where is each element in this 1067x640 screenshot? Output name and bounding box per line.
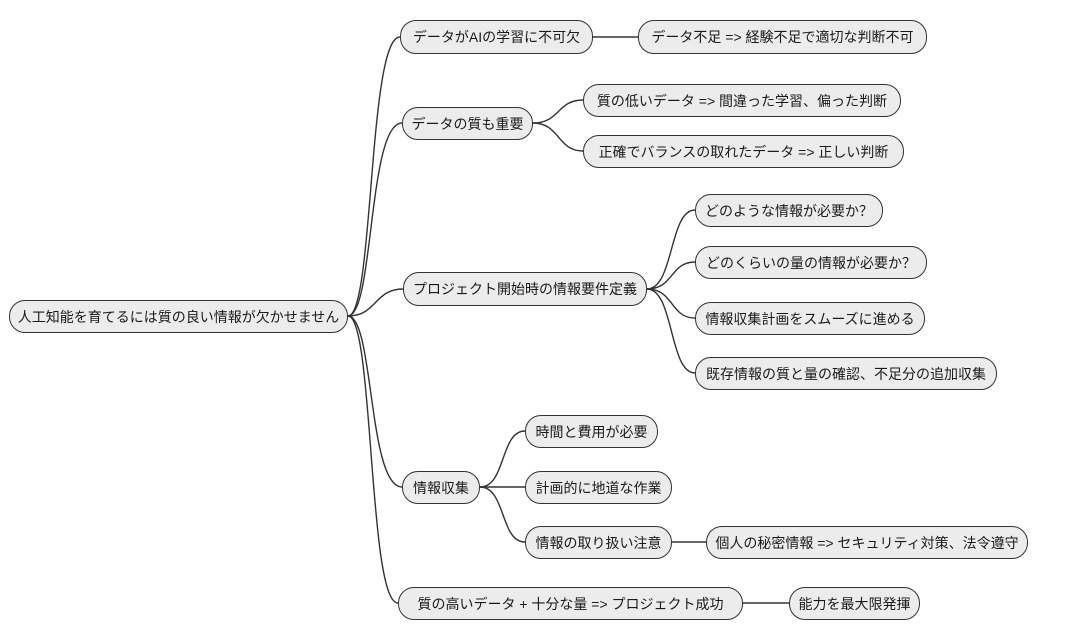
mindmap-node-low-quality-data: 質の低いデータ => 間違った学習、偏った判断 — [583, 84, 901, 117]
edge-branch2-to-child1 — [532, 99, 584, 124]
mindmap-node-maximize-ability: 能力を最大限発揮 — [789, 587, 920, 620]
edge-root-to-branch-1 — [347, 36, 401, 317]
mindmap-node-existing-info-check: 既存情報の質と量の確認、不足分の追加収集 — [695, 357, 997, 390]
mindmap-node-steady-work: 計画的に地道な作業 — [525, 471, 672, 504]
mindmap-node-data-shortage: データ不足 => 経験不足で適切な判断不可 — [638, 20, 927, 54]
edge-branch3-to-child4 — [646, 288, 696, 374]
edge-branch3-to-child1 — [646, 209, 696, 290]
mindmap-node-root: 人工知能を育てるには質の良い情報が欠かせません — [9, 300, 348, 333]
mindmap-node-smooth-collection-plan: 情報収集計画をスムーズに進める — [695, 302, 925, 335]
edge-branch2-to-child2 — [532, 122, 584, 152]
mindmap-node-info-collection: 情報収集 — [402, 471, 480, 504]
mindmap-node-project-success: 質の高いデータ + 十分な量 => プロジェクト成功 — [398, 587, 743, 620]
edge-branch3-to-child2 — [646, 261, 696, 290]
edge-root-to-branch-5 — [347, 315, 399, 604]
edge-branch3-to-child3 — [646, 288, 696, 319]
edge-branch4-to-child3 — [479, 486, 526, 543]
edge-root-to-branch-3 — [347, 288, 404, 317]
edge-branch4-to-child1 — [479, 430, 526, 488]
mindmap-node-data-essential: データがAIの学習に不可欠 — [400, 20, 593, 54]
mindmap-node-personal-secret-info: 個人の秘密情報 => セキュリティ対策、法令遵守 — [706, 526, 1028, 559]
mindmap-node-how-much-info: どのくらいの量の情報が必要か？ — [695, 246, 927, 279]
mindmap-node-time-and-cost: 時間と費用が必要 — [525, 415, 658, 448]
mindmap-node-balanced-data: 正確でバランスの取れたデータ => 正しい判断 — [583, 135, 904, 168]
edge-root-to-branch-4 — [347, 315, 403, 488]
mindmap-node-info-handling-caution: 情報の取り扱い注意 — [525, 526, 672, 559]
edge-root-to-branch-2 — [347, 122, 403, 317]
mindmap-node-data-quality: データの質も重要 — [402, 107, 533, 140]
mindmap-node-what-info-needed: どのような情報が必要か？ — [695, 194, 883, 227]
mindmap-node-requirements-definition: プロジェクト開始時の情報要件定義 — [403, 272, 647, 306]
